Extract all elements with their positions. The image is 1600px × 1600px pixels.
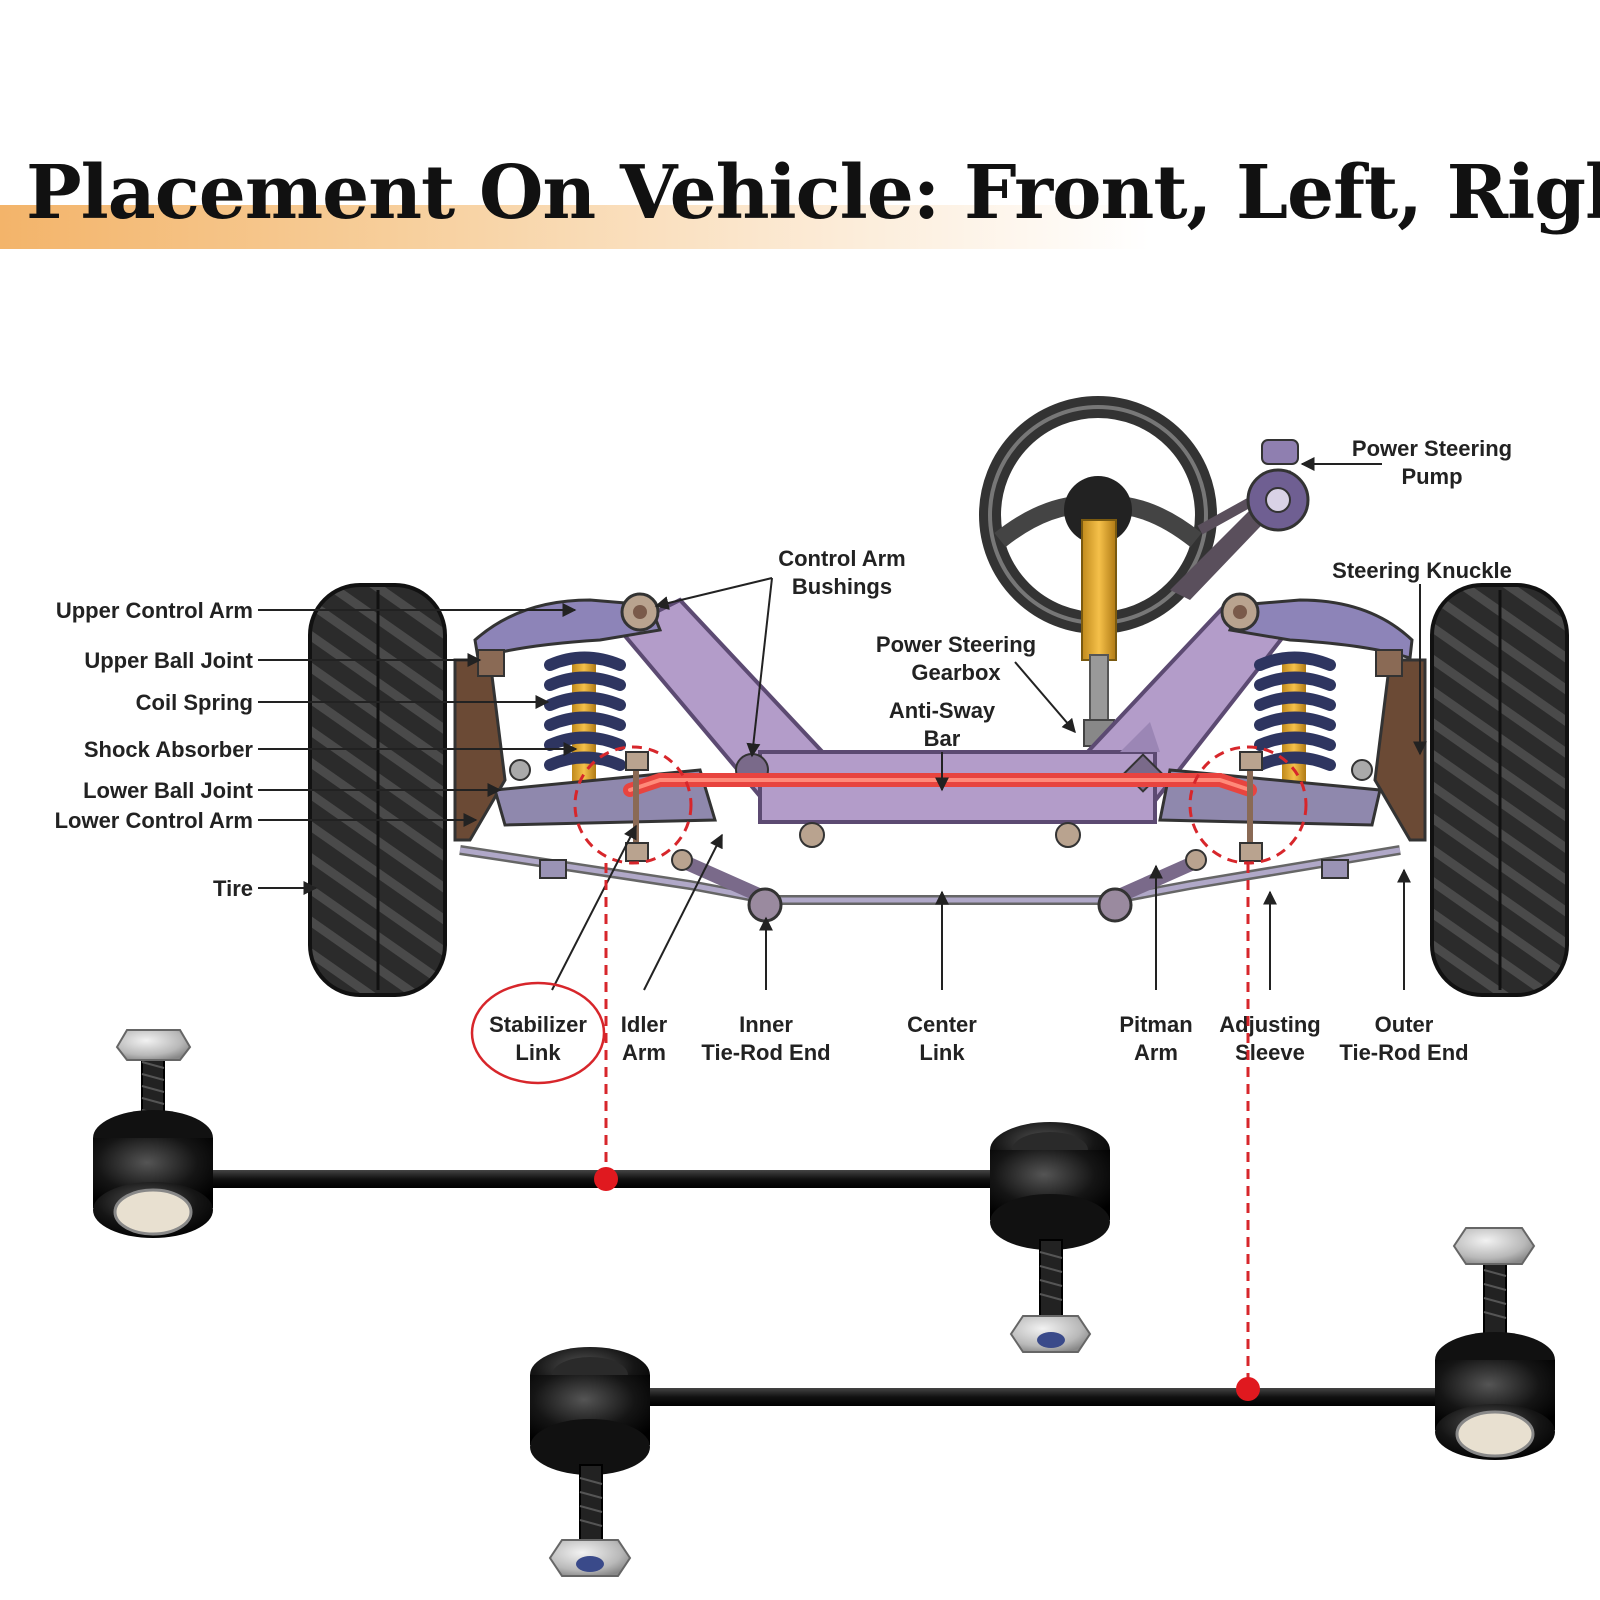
- label-power-steering-gearbox-line2: Gearbox: [911, 660, 1001, 685]
- label-stabilizer-link-line1: Stabilizer: [489, 1012, 587, 1037]
- label-power-steering-pump-line2: Pump: [1401, 464, 1462, 489]
- right-coil-spring: [1254, 651, 1336, 795]
- label-steering-knuckle: Steering Knuckle: [1332, 558, 1512, 583]
- right-tire: [1430, 583, 1569, 997]
- label-adjusting-sleeve-line2: Sleeve: [1235, 1040, 1305, 1065]
- leader-lines: [258, 457, 1427, 991]
- label-lower-control-arm: Lower Control Arm: [55, 808, 253, 833]
- right-lower-control-arm: [1158, 759, 1382, 827]
- label-anti-sway-bar-line2: Bar: [924, 726, 961, 751]
- left-coil-spring: [544, 651, 626, 795]
- label-center-link-line2: Link: [919, 1040, 965, 1065]
- label-power-steering-gearbox-line1: Power Steering: [876, 632, 1036, 657]
- red-marker-dot-right: [1236, 1377, 1260, 1401]
- right-steering-knuckle: [1373, 649, 1427, 842]
- label-upper-ball-joint: Upper Ball Joint: [84, 648, 253, 673]
- label-control-arm-bushings-line1: Control Arm: [778, 546, 906, 571]
- label-control-arm-bushings-line2: Bushings: [792, 574, 892, 599]
- steering-column: [1081, 519, 1117, 747]
- page-title: Placement On Vehicle: Front, Left, Right: [26, 150, 1600, 236]
- stabilizer-link-highlight-left: [573, 745, 693, 865]
- stabilizer-link-callout-circle: [470, 981, 606, 1085]
- steering-linkage: [459, 822, 1401, 923]
- label-idler-arm-line2: Arm: [622, 1040, 666, 1065]
- label-outer-tie-rod-end-line1: Outer: [1375, 1012, 1434, 1037]
- label-upper-control-arm: Upper Control Arm: [56, 598, 253, 623]
- label-center-link-line1: Center: [907, 1012, 977, 1037]
- left-upper-control-arm: [473, 592, 663, 660]
- part-labels: Upper Control Arm Upper Ball Joint Coil …: [55, 436, 1512, 1085]
- label-inner-tie-rod-end-line2: Tie-Rod End: [701, 1040, 830, 1065]
- red-marker-dot-left: [594, 1167, 618, 1191]
- label-tire: Tire: [213, 876, 253, 901]
- label-pitman-arm-line1: Pitman: [1119, 1012, 1192, 1037]
- label-inner-tie-rod-end-line1: Inner: [739, 1012, 793, 1037]
- label-pitman-arm-line2: Arm: [1134, 1040, 1178, 1065]
- label-stabilizer-link-line2: Link: [515, 1040, 561, 1065]
- sway-bar-link-upper: [93, 1029, 1110, 1353]
- left-lower-control-arm: [493, 759, 718, 827]
- label-anti-sway-bar-line1: Anti-Sway: [889, 698, 996, 723]
- left-steering-knuckle: [453, 649, 507, 842]
- label-coil-spring: Coil Spring: [136, 690, 253, 715]
- right-upper-control-arm: [1220, 592, 1414, 660]
- label-outer-tie-rod-end-line2: Tie-Rod End: [1339, 1040, 1468, 1065]
- sway-bar-link-lower: [530, 1227, 1555, 1577]
- label-idler-arm-line1: Idler: [621, 1012, 668, 1037]
- label-lower-ball-joint: Lower Ball Joint: [83, 778, 254, 803]
- label-power-steering-pump-line1: Power Steering: [1352, 436, 1512, 461]
- title-highlight-band: [0, 205, 1150, 249]
- power-steering-pump-shape: [1170, 439, 1310, 600]
- label-adjusting-sleeve-line1: Adjusting: [1219, 1012, 1320, 1037]
- label-shock-absorber: Shock Absorber: [84, 737, 254, 762]
